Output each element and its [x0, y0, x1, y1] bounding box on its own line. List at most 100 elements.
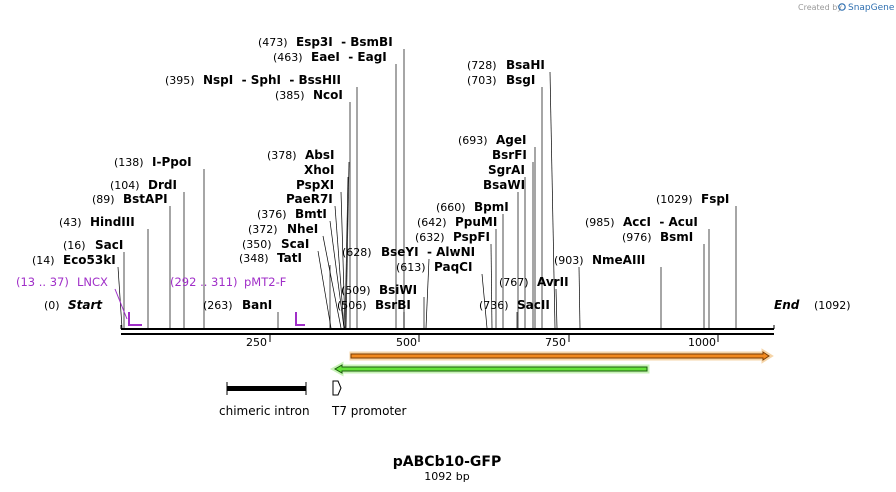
site-label[interactable]: PaeR7I: [286, 192, 333, 206]
site-leader-line: [490, 243, 493, 329]
site-name: Esp3I - BsmBI: [296, 35, 393, 49]
site-label[interactable]: (348) TatI: [239, 251, 302, 265]
site-label[interactable]: (767)AvrII: [499, 275, 569, 289]
site-leader-line: [481, 273, 488, 329]
site-position: (372): [248, 223, 278, 236]
site-label[interactable]: (16) SacI: [63, 238, 123, 252]
site-position: (985): [585, 216, 615, 229]
site-name: BsaHI: [506, 58, 545, 72]
site-name: AbsI: [305, 148, 334, 162]
site-label[interactable]: (903)NmeAIII: [554, 253, 645, 267]
site-position: (632): [415, 231, 445, 244]
site-label[interactable]: (14)Eco53kI: [32, 253, 116, 267]
primer-pmt2-f[interactable]: (292 .. 311) pMT2-F: [170, 275, 305, 326]
site-position: (463): [273, 51, 303, 64]
ruler-tick-label: 250: [246, 336, 267, 349]
site-name: BsmI: [660, 230, 693, 244]
site-label[interactable]: (642) PpuMI: [417, 215, 497, 229]
site-leader-line: [578, 266, 581, 329]
site-label[interactable]: (89)BstAPI: [92, 192, 168, 206]
site-label[interactable]: (693)AgeI: [458, 133, 526, 147]
site-position: (506): [337, 299, 367, 312]
site-label[interactable]: (473)Esp3I - BsmBI: [258, 35, 393, 49]
site-label[interactable]: (385)NcoI: [275, 88, 343, 102]
site-label[interactable]: (703)BsgI: [467, 73, 535, 87]
brand-text: SnapGene: [848, 3, 895, 13]
site-label[interactable]: (378) AbsI: [267, 148, 334, 162]
site-position: (378): [267, 149, 297, 162]
primer-name: pMT2-F: [244, 275, 286, 289]
site-label[interactable]: (506) BsrBI: [337, 298, 411, 312]
site-name: NmeAIII: [592, 253, 645, 267]
restriction-sites: (14)Eco53kI (16) SacI (43)HindIII (89)Bst…: [32, 35, 729, 312]
site-label[interactable]: (632) PspFI: [415, 230, 490, 244]
gfp-arrow-shape: [333, 364, 648, 374]
site-position: (104): [110, 179, 140, 192]
site-label[interactable]: (43)HindIII: [59, 215, 135, 229]
orf-arrow[interactable]: [349, 348, 774, 364]
feature-label: chimeric intron: [219, 404, 310, 418]
site-name: BsgI: [506, 73, 535, 87]
site-label[interactable]: (613)PaqCI: [396, 260, 472, 274]
site-label[interactable]: (395)NspI - SphI - BssHII: [165, 73, 341, 87]
site-label[interactable]: BsrFI: [492, 148, 527, 162]
site-position: (736): [479, 299, 509, 312]
site-label[interactable]: (138)I-PpoI: [114, 155, 192, 169]
site-leader-line: [329, 220, 345, 329]
site-name: DrdI: [148, 178, 177, 192]
feature-chimeric-intron[interactable]: chimeric intron: [219, 382, 310, 418]
site-leader-line: [344, 176, 349, 329]
site-label[interactable]: BsaWI: [483, 178, 525, 192]
site-position: (348): [239, 252, 269, 265]
site-label[interactable]: (985)AccI - AcuI: [585, 215, 698, 229]
site-name: Eco53kI: [63, 253, 116, 267]
site-label[interactable]: SgrAI: [488, 163, 525, 177]
end-label: End: [774, 298, 800, 312]
site-name: PaqCI: [434, 260, 472, 274]
site-name: TatI: [277, 251, 302, 265]
site-label[interactable]: (1029)FspI: [656, 192, 729, 206]
primer-name: LNCX: [77, 275, 108, 289]
site-label[interactable]: (509)BsiWI: [341, 283, 417, 297]
site-label[interactable]: (372)NheI: [248, 222, 318, 236]
primer-leader: [114, 288, 128, 320]
site-label[interactable]: PspXI: [296, 178, 334, 192]
snapgene-logo-icon: [838, 3, 846, 11]
site-label[interactable]: (728)BsaHI: [467, 58, 545, 72]
site-leader-line: [555, 288, 558, 329]
ruler-tick-label: 750: [545, 336, 566, 349]
site-label[interactable]: (104) DrdI: [110, 178, 177, 192]
site-label[interactable]: (463) EaeI - EagI: [273, 50, 387, 64]
site-position: (376): [257, 208, 287, 221]
gfp-arrow[interactable]: [329, 361, 650, 377]
site-name: SgrAI: [488, 163, 525, 177]
site-position: (16): [63, 239, 86, 252]
ruler: 250 500 750 1000: [246, 334, 719, 349]
site-label[interactable]: (736)SacII: [479, 298, 550, 312]
site-name: SacI: [95, 238, 123, 252]
feature-t7-promoter[interactable]: T7 promoter: [331, 380, 407, 418]
site-position: (642): [417, 216, 447, 229]
map-title: pABCb10-GFP: [393, 454, 501, 470]
orf-arrow-shape: [350, 351, 770, 361]
site-name: BstAPI: [123, 192, 168, 206]
primer-arrow-icon: [295, 312, 305, 326]
site-name: BsrBI: [375, 298, 411, 312]
site-position: (385): [275, 89, 305, 102]
site-label[interactable]: (350)ScaI: [242, 237, 309, 251]
primer-lncx[interactable]: (13 .. 37) LNCX: [16, 275, 142, 326]
site-label[interactable]: XhoI: [304, 163, 335, 177]
site-label[interactable]: (628)BseYI - AlwNI: [342, 245, 475, 259]
site-name: AvrII: [537, 275, 569, 289]
site-label[interactable]: (976)BsmI: [622, 230, 693, 244]
ruler-tick-label: 500: [396, 336, 417, 349]
site-leader-line: [425, 258, 430, 329]
map-length: 1092 bp: [424, 470, 469, 483]
site-label[interactable]: (376)BmtI: [257, 207, 327, 221]
site-label[interactable]: (660)BpmI: [436, 200, 509, 214]
site-label[interactable]: (263)BanI: [203, 298, 272, 312]
site-name: EaeI - EagI: [311, 50, 387, 64]
site-name: PspFI: [453, 230, 490, 244]
site-name: XhoI: [304, 163, 335, 177]
site-name: PpuMI: [455, 215, 497, 229]
